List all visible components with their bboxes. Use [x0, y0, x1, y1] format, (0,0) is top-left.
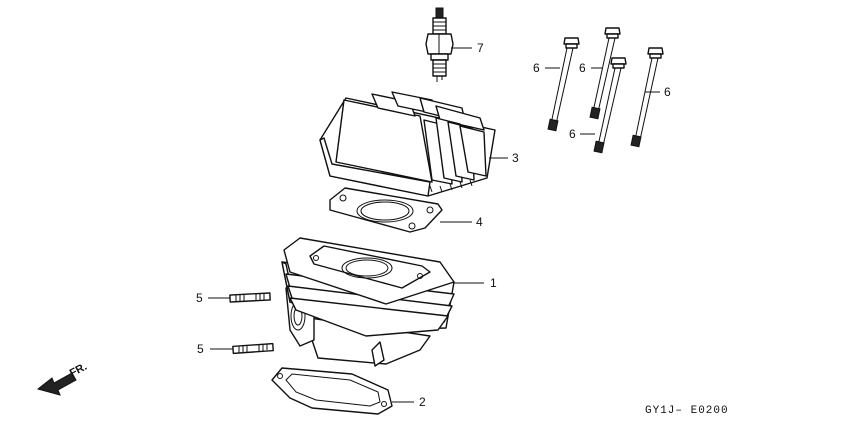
callout-base-gasket: 2 [419, 395, 426, 409]
stud-lower [232, 342, 274, 355]
callout-head-gasket: 4 [476, 215, 483, 229]
cylinder [281, 237, 455, 367]
diagram-code: GY1J– E0200 [645, 405, 729, 417]
cylinder-head [319, 91, 496, 197]
callout-spark-plug: 7 [477, 41, 484, 55]
callout-cylinder: 1 [490, 276, 497, 290]
stud-upper [229, 292, 271, 303]
front-label: FR. [68, 361, 89, 380]
spark-plug [425, 7, 454, 82]
bolt-b [589, 27, 621, 120]
callout-stud-upper: 5 [196, 291, 203, 305]
callout-bolt-b: 6 [579, 61, 586, 75]
bolt-d [630, 47, 664, 148]
base-gasket [271, 367, 393, 415]
bolt-c [593, 57, 627, 154]
callout-stud-lower: 5 [197, 342, 204, 356]
callout-bolt-d: 6 [664, 85, 671, 99]
callout-bolt-a: 6 [533, 61, 540, 75]
front-arrow-icon [36, 372, 77, 396]
callout-cylinder-head: 3 [512, 151, 519, 165]
bolt-a [547, 37, 580, 132]
callout-bolt-c: 6 [569, 127, 576, 141]
head-gasket [329, 187, 443, 233]
